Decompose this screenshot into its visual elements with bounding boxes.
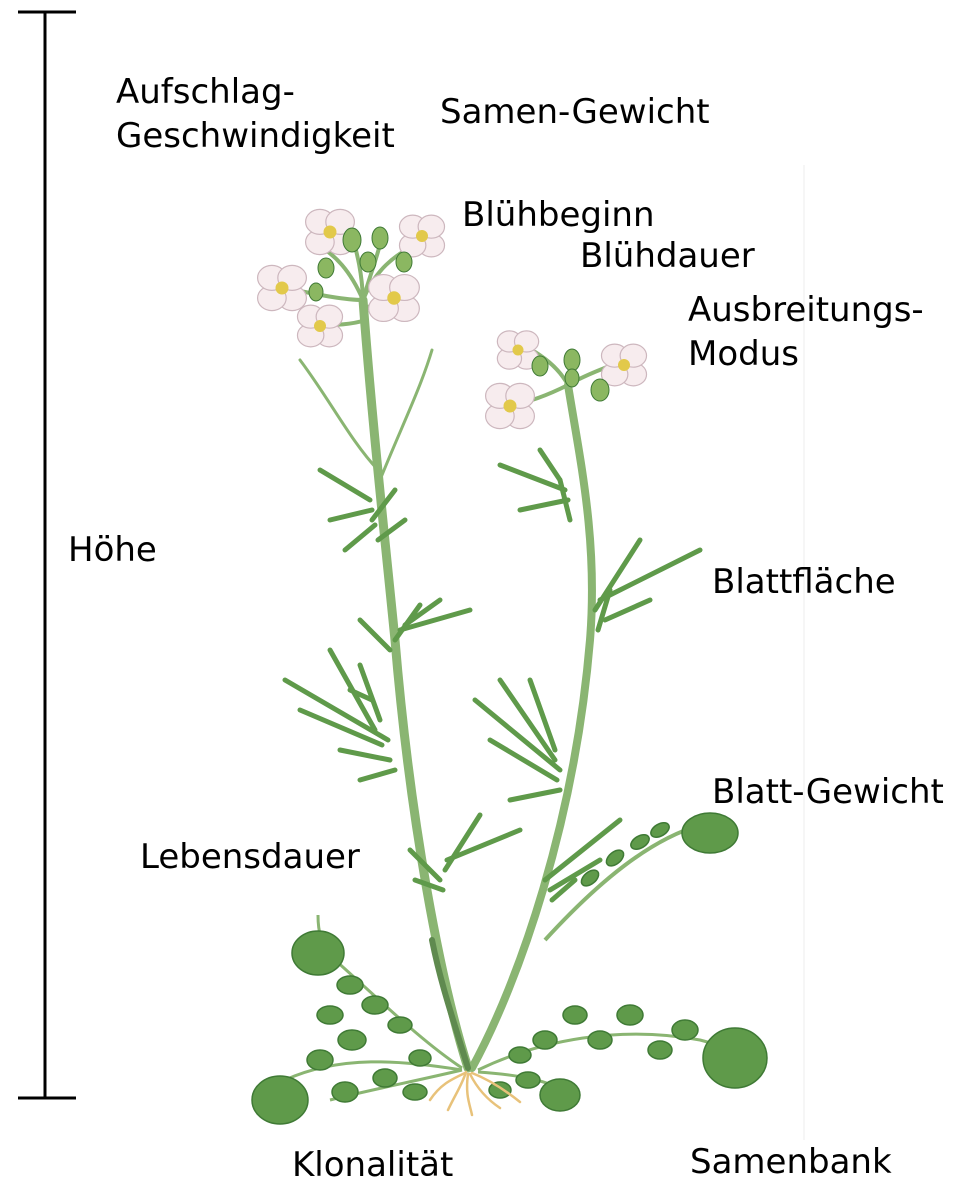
flower-icon <box>601 344 646 386</box>
bud-icon <box>564 349 580 371</box>
label-samen-gewicht: Samen-Gewicht <box>440 90 710 134</box>
label-dispersal-line-1: Ausbreitungs- <box>688 288 924 332</box>
bud-icon <box>318 258 334 278</box>
bud-icon <box>532 356 548 376</box>
flower-icon <box>399 215 444 257</box>
label-impact-speed-line-2: Geschwindigkeit <box>116 114 395 158</box>
flower-icon <box>258 265 307 310</box>
label-blattflaeche: Blattfläche <box>712 560 896 604</box>
bud-icon <box>343 228 361 252</box>
label-lebensdauer: Lebensdauer <box>140 835 360 879</box>
label-bluehbeginn: Blühbeginn <box>462 193 655 237</box>
bud-icon <box>372 227 388 249</box>
label-impact-speed-line-1: Aufschlag- <box>116 70 395 114</box>
flower-icon <box>486 383 535 428</box>
bud-icon <box>591 379 609 401</box>
label-aufschlag-geschwindigkeit: Aufschlag- Geschwindigkeit <box>116 70 395 158</box>
label-samenbank: Samenbank <box>690 1140 892 1184</box>
bud-icon <box>396 252 412 272</box>
flower-icon <box>297 305 342 347</box>
bud-icon <box>309 283 323 301</box>
label-hoehe: Höhe <box>68 528 157 572</box>
bud-icon <box>360 252 376 272</box>
flower-icon <box>369 275 420 322</box>
label-blatt-gewicht: Blatt-Gewicht <box>712 770 944 814</box>
label-dispersal-line-2: Modus <box>688 332 924 376</box>
label-bluehdauer: Blühdauer <box>580 234 755 278</box>
label-klonalitaet: Klonalität <box>292 1143 453 1187</box>
bud-icon <box>565 369 579 387</box>
label-ausbreitungs-modus: Ausbreitungs- Modus <box>688 288 924 376</box>
